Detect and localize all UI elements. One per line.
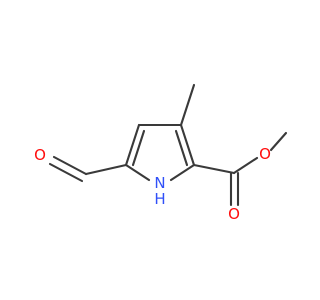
ring-nitrogen-hydrogen-label: H — [154, 190, 165, 208]
molecule-structure: O N H O O — [34, 83, 288, 223]
bond-c4-c5-inner — [174, 129, 189, 167]
bond-formyl-co-a — [52, 155, 88, 176]
bond-formyl-c — [84, 163, 128, 176]
bond-n1-c2 — [124, 163, 151, 182]
bond-ester-c — [192, 163, 236, 175]
bond-c2-c3-inner — [131, 129, 146, 167]
ester-carbonyl-oxygen-label: O — [228, 205, 240, 223]
ester-ether-oxygen-label: O — [259, 145, 271, 163]
bond-methyl — [179, 83, 196, 127]
formyl-oxygen-label: O — [34, 146, 46, 164]
bond-c5-n1 — [169, 163, 196, 182]
bond-o-methyl — [269, 131, 288, 152]
ring-nitrogen-label: N — [154, 174, 165, 192]
bond-c4-c5 — [179, 123, 196, 167]
bond-formyl-co-b — [48, 162, 84, 183]
bond-c2-c3 — [124, 123, 141, 167]
bond-ester-c-o — [232, 156, 259, 175]
molecule-svg: O N H O O — [34, 83, 288, 223]
